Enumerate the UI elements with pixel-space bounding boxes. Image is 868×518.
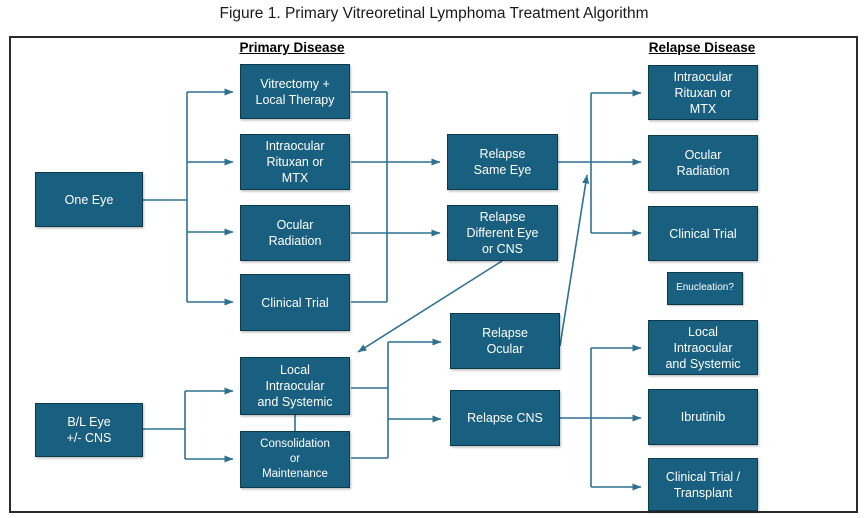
node-relapse-cns: Relapse CNS	[450, 390, 560, 446]
node-clinical-trial-relapse: Clinical Trial	[648, 206, 758, 261]
node-relapse-ocular: Relapse Ocular	[450, 313, 560, 369]
node-relapse-different-eye-cns: Relapse Different Eye or CNS	[447, 205, 558, 261]
node-clinical-trial-primary: Clinical Trial	[240, 274, 350, 331]
node-ibrutinib: Ibrutinib	[648, 389, 758, 445]
figure-title: Figure 1. Primary Vitreoretinal Lymphoma…	[219, 5, 649, 22]
primary-disease-header: Primary Disease	[239, 40, 345, 55]
node-ocular-radiation-primary: Ocular Radiation	[240, 205, 350, 261]
relapse-disease-header: Relapse Disease	[648, 40, 756, 55]
node-local-intraocular-systemic-primary: Local Intraocular and Systemic	[240, 357, 350, 415]
node-one-eye: One Eye	[35, 172, 143, 227]
node-enucleation: Enucleation?	[667, 272, 743, 305]
node-consolidation-maintenance: Consolidation or Maintenance	[240, 431, 350, 488]
node-intraocular-rituxan-mtx-relapse: Intraocular Rituxan or MTX	[648, 65, 758, 120]
node-local-intraocular-systemic-relapse: Local Intraocular and Systemic	[648, 320, 758, 375]
node-ocular-radiation-relapse: Ocular Radiation	[648, 135, 758, 191]
node-clinical-trial-transplant: Clinical Trial / Transplant	[648, 458, 758, 511]
node-relapse-same-eye: Relapse Same Eye	[447, 134, 558, 190]
node-vitrectomy-local-therapy: Vitrectomy + Local Therapy	[240, 64, 350, 119]
node-intraocular-rituxan-mtx-primary: Intraocular Rituxan or MTX	[240, 134, 350, 190]
node-bl-eye-cns: B/L Eye +/- CNS	[35, 403, 143, 457]
